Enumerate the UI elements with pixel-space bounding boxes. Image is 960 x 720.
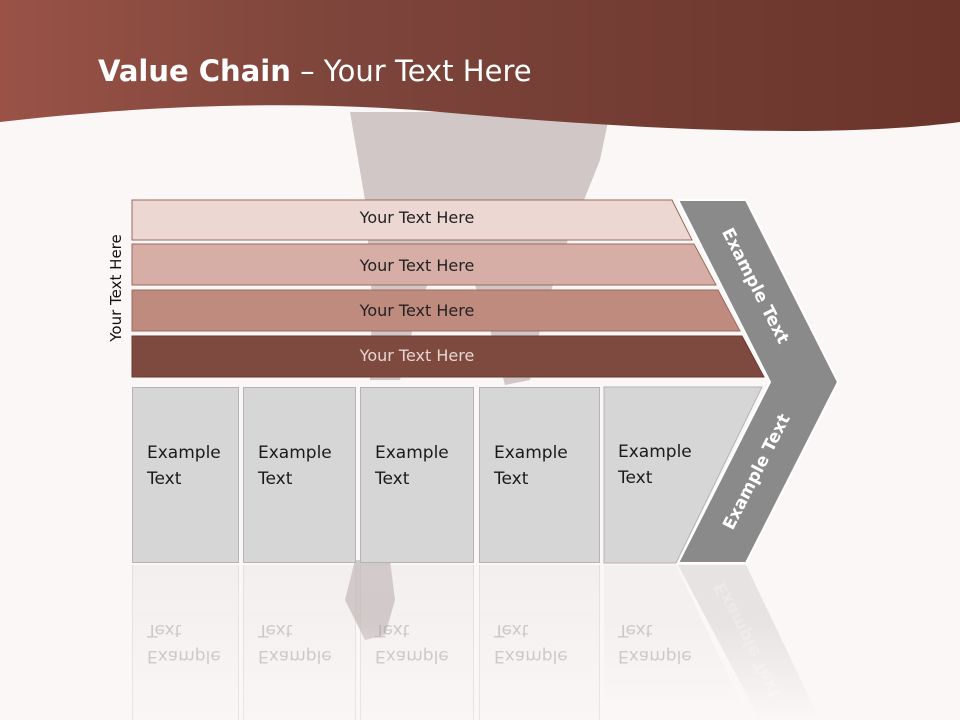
example-box-3: Example Text [360,387,474,563]
vertical-side-label: Your Text Here [107,234,125,342]
bar-shape-4 [131,335,765,378]
bar-label-1: Your Text Here [359,208,475,227]
box-reflection-5-text-holder: Example Text [604,565,704,720]
bar-shape-1 [131,199,693,241]
box-reflection-2: Example Text [243,565,356,720]
title-rest: – Your Text Here [290,54,532,88]
box-reflection-text-4: Example Text [494,620,568,666]
box-reflection-text-1: Example Text [147,620,221,666]
reflection-fade [0,620,960,720]
bar-shape-3 [131,289,741,332]
header-band [0,0,960,131]
box-reflection-text-3: Example Text [375,620,449,666]
box-label-1: Example Text [147,443,221,489]
bar-label-4: Your Text Here [359,346,475,365]
title-bold: Value Chain [98,54,291,88]
bar-shape-2 [131,243,717,286]
box-label-5: Example Text [618,442,692,488]
example-box-4: Example Text [479,387,600,563]
box-label-4: Example Text [494,443,568,489]
box-reflection-3: Example Text [360,565,474,720]
bar-label-3: Your Text Here [359,301,475,320]
box-reflection-1: Example Text [132,565,239,720]
chevron-arrow [676,199,840,564]
box-label-3: Example Text [375,443,449,489]
slide-title: Value Chain – Your Text Here [98,54,532,88]
box-reflection-4: Example Text [479,565,600,720]
box-reflection-text-5: Example Text [618,620,692,666]
box-reflection-text-2: Example Text [258,620,332,666]
bar-label-2: Your Text Here [359,256,475,275]
box-label-2: Example Text [258,443,332,489]
example-box-2: Example Text [243,387,356,563]
example-box-1: Example Text [132,387,239,563]
example-box-5: Example Text [604,387,704,563]
box-shape-5 [603,386,763,564]
